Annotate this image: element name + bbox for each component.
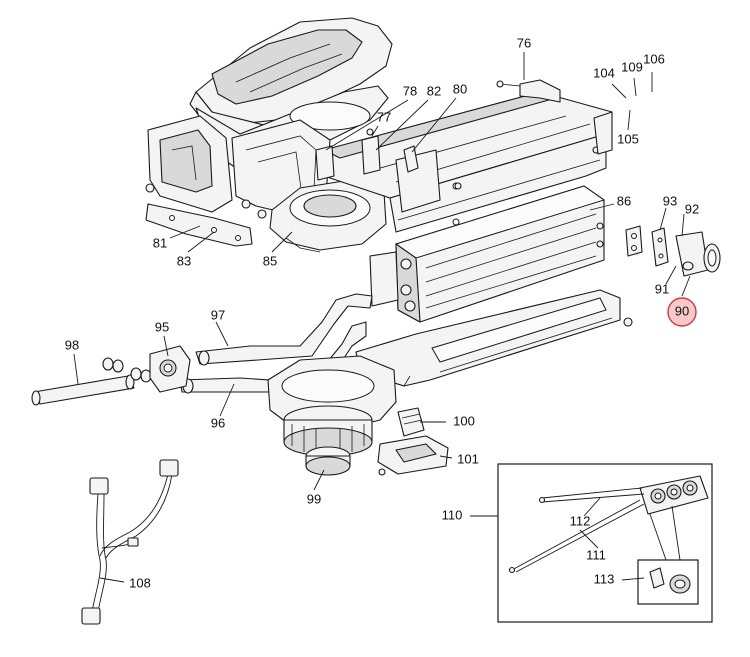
resistor-100 bbox=[397, 407, 425, 437]
callout-90-highlight-ring bbox=[667, 297, 697, 327]
mounting-plate-81 bbox=[145, 203, 253, 247]
callout-95: 95 bbox=[155, 319, 169, 334]
callout-81: 81 bbox=[153, 235, 167, 250]
callout-113: 113 bbox=[594, 571, 615, 586]
callout-106: 106 bbox=[643, 51, 665, 66]
callout-104: 104 bbox=[593, 65, 615, 80]
callout-97: 97 bbox=[211, 307, 225, 322]
side-clips-77-80 bbox=[315, 128, 462, 190]
callout-105: 105 bbox=[617, 131, 639, 146]
callout-112: 112 bbox=[570, 513, 591, 528]
tee-fitting-95 bbox=[149, 345, 191, 393]
control-panel bbox=[639, 475, 709, 515]
callout-96: 96 bbox=[211, 415, 225, 430]
callout-99: 99 bbox=[307, 491, 321, 506]
callout-83: 83 bbox=[177, 253, 191, 268]
callout-110: 110 bbox=[442, 507, 463, 522]
control-cables bbox=[508, 487, 645, 574]
blower-scroll-85 bbox=[269, 179, 387, 253]
callout-85: 85 bbox=[263, 253, 277, 268]
mount-plate-101 bbox=[377, 435, 449, 476]
case-front-panel bbox=[389, 111, 613, 233]
callout-77: 77 bbox=[377, 109, 391, 124]
bracket-block-right bbox=[625, 225, 643, 257]
blower-motor-99 bbox=[283, 405, 373, 476]
leader-lines bbox=[73, 52, 691, 583]
callout-90: 90 bbox=[675, 303, 689, 318]
callout-111: 111 bbox=[586, 547, 606, 562]
callout-108: 108 bbox=[129, 575, 151, 590]
callout-80: 80 bbox=[453, 81, 467, 96]
hose-98 bbox=[31, 374, 135, 406]
callout-82: 82 bbox=[427, 83, 441, 98]
callout-92: 92 bbox=[685, 201, 699, 216]
callout-labels: 76 104 109 106 105 77 78 82 80 81 83 85 … bbox=[65, 35, 699, 590]
callout-93: 93 bbox=[663, 193, 677, 208]
heater-core-86 bbox=[369, 185, 606, 323]
callout-86: 86 bbox=[617, 193, 631, 208]
callout-109: 109 bbox=[621, 59, 643, 74]
callout-101: 101 bbox=[457, 451, 479, 466]
callout-91: 91 bbox=[655, 281, 669, 296]
clip-plate-93 bbox=[651, 227, 669, 267]
callout-98: 98 bbox=[65, 337, 79, 352]
callout-100: 100 bbox=[453, 413, 475, 428]
callout-76: 76 bbox=[517, 35, 531, 50]
hose-97 bbox=[195, 293, 373, 365]
water-valve-90-92 bbox=[675, 231, 721, 277]
wire-harness-108 bbox=[81, 459, 179, 625]
knob-detail-113 bbox=[637, 505, 699, 605]
callout-78: 78 bbox=[403, 83, 417, 98]
left-side-bracket bbox=[145, 115, 233, 213]
